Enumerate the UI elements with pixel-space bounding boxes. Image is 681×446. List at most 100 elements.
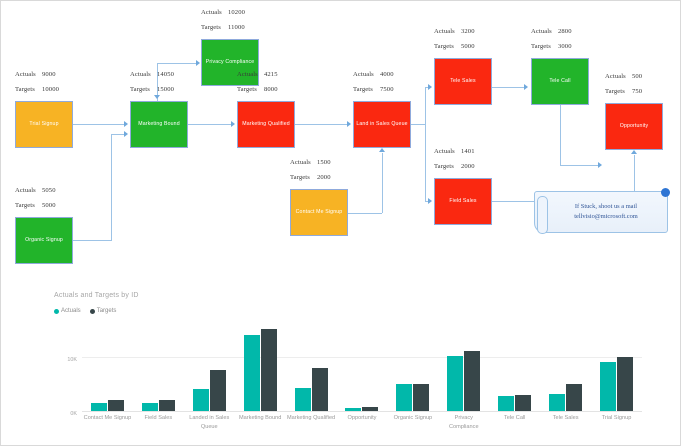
arrowhead-icon — [598, 162, 602, 168]
metric-key: Actuals — [531, 28, 552, 35]
legend-item-actuals[interactable]: Actuals — [54, 308, 81, 314]
node-privacy-compliance[interactable]: Privacy Compliance — [201, 39, 259, 86]
metric-value: 8000 — [264, 86, 278, 93]
bar-group[interactable] — [337, 324, 388, 411]
node-field-sales[interactable]: Field Sales — [434, 178, 492, 225]
connector-queue-to-telesales-h — [425, 87, 429, 88]
bar-group[interactable] — [133, 324, 184, 411]
bar-targets[interactable] — [413, 383, 430, 411]
metric-value: 3000 — [558, 43, 572, 50]
metric-key: Actuals — [15, 71, 36, 78]
node-tele-call[interactable]: Tele Call — [531, 58, 589, 105]
bar-group[interactable] — [438, 324, 489, 411]
bar-group[interactable] — [591, 324, 642, 411]
node-label: Organic Signup — [25, 236, 63, 243]
metrics-tele-sales-actuals: Actuals 3200 — [434, 28, 475, 35]
node-label: Opportunity — [619, 122, 649, 129]
metric-key: Targets — [201, 24, 221, 31]
node-marketing-qualified[interactable]: Marketing Qualified — [237, 101, 295, 148]
arrowhead-icon — [379, 148, 385, 152]
bar-actuals[interactable] — [192, 389, 209, 411]
ytick-label-0k: 0K — [70, 411, 77, 417]
chart-legend: Actuals Targets — [54, 308, 116, 314]
metric-value: 1401 — [461, 148, 475, 155]
connector-marketing-to-qualified — [188, 124, 232, 125]
bar-group[interactable] — [82, 324, 133, 411]
node-organic-signup[interactable]: Organic Signup — [15, 217, 73, 264]
bar-group[interactable] — [489, 324, 540, 411]
node-contact-me-signup[interactable]: Contact Me Signup — [290, 189, 348, 236]
bar-targets[interactable] — [464, 351, 481, 411]
connector-qualified-to-queue — [295, 124, 348, 125]
bar-actuals[interactable] — [141, 403, 158, 411]
node-tele-sales[interactable]: Tele Sales — [434, 58, 492, 105]
metric-value: 3200 — [461, 28, 475, 35]
bar-targets[interactable] — [158, 400, 175, 411]
bar-targets[interactable] — [617, 356, 634, 411]
metric-key: Targets — [15, 202, 35, 209]
metric-key: Targets — [237, 86, 257, 93]
metric-key: Actuals — [290, 159, 311, 166]
bar-actuals[interactable] — [498, 395, 515, 411]
bar-actuals[interactable] — [447, 355, 464, 411]
arrowhead-icon — [124, 131, 128, 137]
bar-actuals[interactable] — [294, 388, 311, 411]
x-axis-tick-label: Organic Signup — [393, 415, 433, 421]
bar-actuals[interactable] — [243, 334, 260, 411]
connector-organic-to-marketing-v — [111, 134, 112, 241]
bar-targets[interactable] — [107, 400, 124, 411]
metric-value: 15000 — [157, 86, 174, 93]
bar-targets[interactable] — [362, 406, 379, 411]
bar-targets[interactable] — [515, 394, 532, 411]
chart-plot-area: 10K 0K — [67, 324, 642, 417]
node-label: Tele Sales — [450, 77, 476, 84]
x-axis-tick-label: Tele Sales — [552, 415, 579, 421]
node-land-in-sales-queue[interactable]: Land in Sales Queue — [353, 101, 411, 148]
bar-chart: Actuals and Targets by ID Actuals Target… — [32, 288, 672, 440]
bar-group[interactable] — [387, 324, 438, 411]
legend-label-actuals: Actuals — [61, 308, 81, 314]
bar-group[interactable] — [286, 324, 337, 411]
metric-key: Targets — [434, 163, 454, 170]
legend-swatch-actuals-icon — [54, 308, 59, 314]
connector-marketing-to-privacy-v — [157, 63, 158, 101]
connector-organic-to-marketing-h1 — [73, 240, 111, 241]
bar-group[interactable] — [235, 324, 286, 411]
metrics-opportunity-actuals: Actuals 500 — [605, 73, 642, 80]
gridline-0k: 0K — [70, 411, 642, 417]
metric-key: Targets — [434, 43, 454, 50]
bar-actuals[interactable] — [600, 362, 617, 411]
arrowhead-icon — [347, 121, 351, 127]
bar-targets[interactable] — [260, 329, 277, 411]
callout-note[interactable]: If Stuck, shoot us a mail tellvisio@micr… — [534, 188, 670, 234]
bar-actuals[interactable] — [90, 402, 107, 411]
node-opportunity[interactable]: Opportunity — [605, 103, 663, 150]
bar-targets[interactable] — [209, 370, 226, 411]
metric-key: Actuals — [15, 187, 36, 194]
legend-item-targets[interactable]: Targets — [89, 308, 116, 314]
bar-actuals[interactable] — [396, 383, 413, 411]
bar-group[interactable] — [184, 324, 235, 411]
x-axis-tick-label: Contact Me Signup — [83, 415, 132, 421]
arrowhead-icon — [428, 198, 432, 204]
bar-actuals[interactable] — [549, 393, 566, 411]
metric-key: Targets — [15, 86, 35, 93]
node-marketing-bound[interactable]: Marketing Bound — [130, 101, 188, 148]
node-trial-signup[interactable]: Trial Signup — [15, 101, 73, 148]
metric-value: 10000 — [42, 86, 59, 93]
bar-group[interactable] — [540, 324, 591, 411]
metric-key: Actuals — [605, 73, 626, 80]
metric-value: 500 — [632, 73, 643, 80]
bar-targets[interactable] — [566, 383, 583, 411]
metric-key: Actuals — [434, 28, 455, 35]
metric-value: 10200 — [228, 9, 245, 16]
bar-actuals[interactable] — [345, 408, 362, 411]
bar-targets[interactable] — [311, 367, 328, 411]
